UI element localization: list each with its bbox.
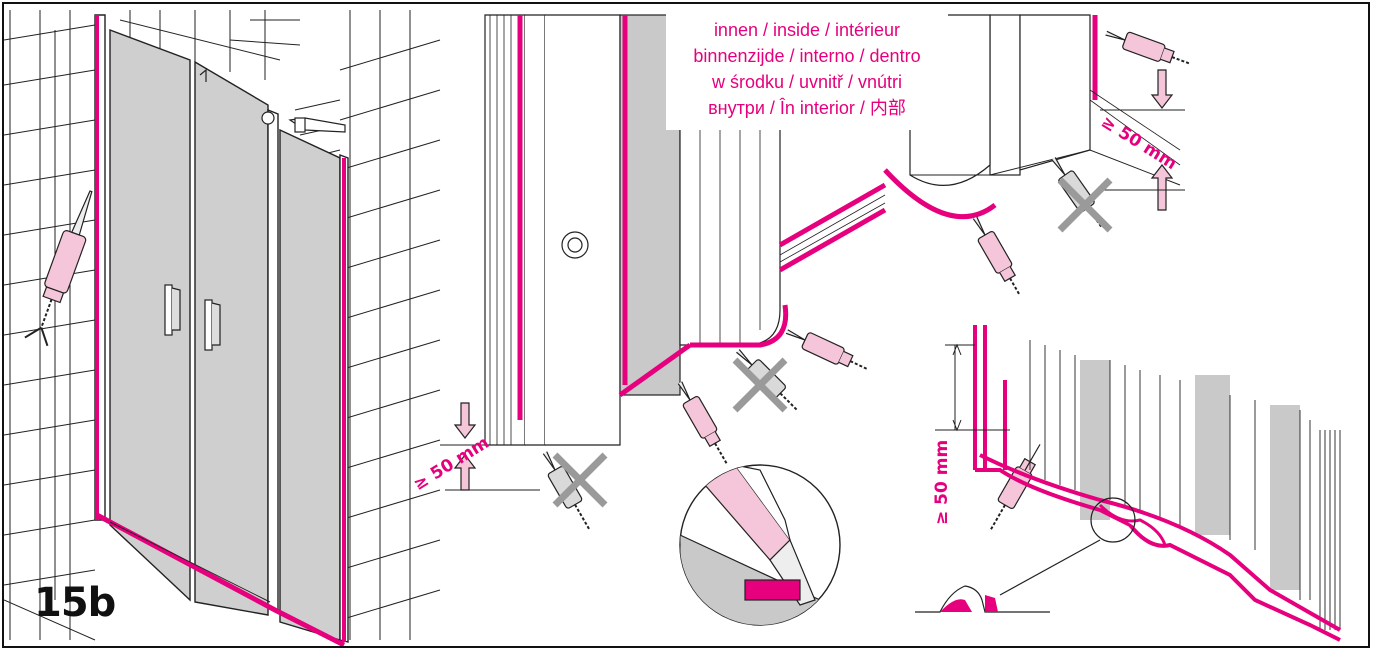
up-arrow-icon <box>453 164 1174 491</box>
inside-label-line: innen / inside / intérieur <box>713 20 901 40</box>
inside-label-line: binnenzijde / interno / dentro <box>693 46 921 66</box>
down-arrow-icon <box>453 69 1174 439</box>
panel-door-overview <box>4 10 441 646</box>
dimension-lines <box>1100 109 1185 191</box>
magnifier-detail-icon <box>679 464 841 626</box>
silicone-cartridge-icon <box>24 190 93 347</box>
dimension-lines <box>440 444 545 491</box>
step-label: 15b <box>34 580 116 626</box>
inside-label-box: innen / inside / intérieur binnenzijde /… <box>666 12 948 130</box>
panel-sill-detail <box>915 325 1341 642</box>
inside-label-line: w środku / uvnitř / vnútri <box>711 72 903 92</box>
crossed-out-cartridge-icon <box>542 157 1113 532</box>
wall-tiles <box>4 10 441 641</box>
dimension-label: ≥ 50 mm <box>932 439 952 525</box>
silicone-cartridge-icon <box>677 30 1192 532</box>
inside-label-line: внутри / În interior / 内部 <box>708 98 906 118</box>
